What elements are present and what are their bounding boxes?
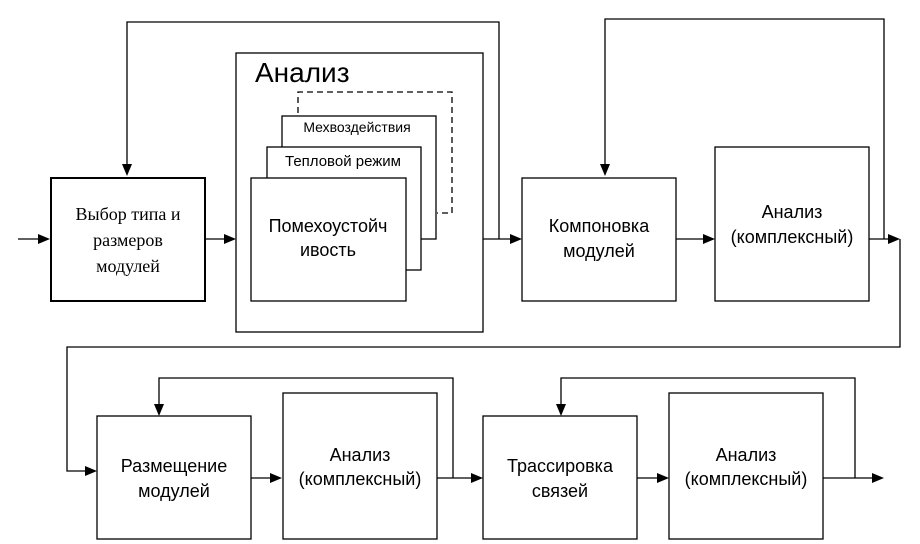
input-arrowhead [38, 234, 50, 244]
analysis-card-thermal-label: Тепловой режим [285, 153, 401, 170]
block-placement-line2: модулей [138, 481, 210, 501]
connector-layout-to-analysis1-arrowhead [703, 234, 715, 244]
feedback-loop-bottom-right [560, 377, 856, 478]
feedback-loop-top-left [126, 21, 500, 239]
block-routing-line1: Трассировка [507, 456, 614, 476]
block-analysis-3 [668, 392, 824, 540]
analysis-card-dashed [297, 91, 453, 214]
output-arrowhead [872, 473, 884, 483]
block-routing [482, 415, 638, 540]
block-select-type-line2: размеров [93, 230, 163, 250]
block-analysis-1-line2: (комплексный) [731, 227, 854, 247]
connector-analysis-to-layout-arrowhead [510, 234, 522, 244]
block-analysis-2 [282, 392, 438, 540]
connector-row-wrap [66, 239, 901, 472]
block-select-type-line1: Выбор типа и [75, 204, 180, 224]
connector-select-to-analysis-arrowhead [224, 234, 236, 244]
feedback-loop-bottom-right-arrowhead [556, 404, 566, 416]
analysis-card-mech-label: Мехвоздействия [303, 119, 410, 135]
analysis-card-noise [250, 177, 407, 302]
feedback-loop-top-left-arrowhead [122, 164, 132, 176]
analysis-group-title: Анализ [255, 57, 350, 88]
feedback-loop-top-right [604, 18, 885, 239]
analysis-card-noise-line1: Помехоустойч [269, 216, 388, 236]
connector-row-wrap-arrowhead [85, 466, 97, 476]
connector-routing-to-analysis3-arrowhead [657, 473, 669, 483]
feedback-loop-bottom-left-arrowhead [154, 404, 164, 416]
block-select-type-line3: модулей [96, 256, 160, 276]
block-routing-line2: связей [532, 481, 588, 501]
connector-analysis2-to-routing-arrowhead [471, 473, 483, 483]
block-layout-line1: Компоновка [549, 216, 650, 236]
block-select-type [50, 177, 206, 302]
block-analysis-3-line1: Анализ [716, 445, 777, 465]
block-analysis-1-line1: Анализ [762, 202, 823, 222]
block-analysis-2-line2: (комплексный) [299, 469, 422, 489]
block-layout [521, 177, 677, 302]
feedback-loop-top-right-arrowhead [600, 164, 610, 176]
block-analysis-3-line2: (комплексный) [685, 469, 808, 489]
block-analysis-2-line1: Анализ [330, 445, 391, 465]
analysis-card-noise-line2: ивость [300, 240, 356, 260]
block-placement-line1: Размещение [121, 456, 227, 476]
connector-placement-to-analysis2-arrowhead [270, 473, 282, 483]
feedback-loop-bottom-left [158, 377, 454, 478]
connector-analysis1-out-arrowhead [888, 234, 900, 244]
block-analysis-1 [714, 146, 870, 302]
block-layout-line2: модулей [563, 241, 635, 261]
block-placement [96, 415, 252, 540]
